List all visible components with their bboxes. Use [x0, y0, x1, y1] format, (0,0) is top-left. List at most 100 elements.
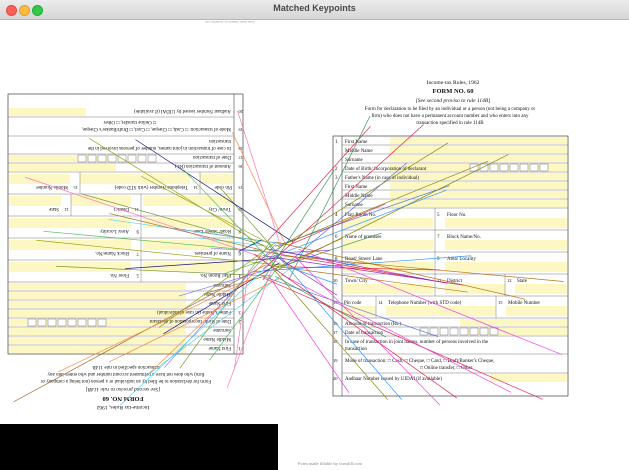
- left-row-num-4: 3: [238, 309, 241, 314]
- left-num-r17: 17: [238, 155, 243, 160]
- match-line: [285, 162, 408, 266]
- left-label-joint-b: transaction: [209, 138, 231, 143]
- match-line: [267, 264, 468, 293]
- minimize-button[interactable]: [19, 5, 30, 16]
- match-line: [294, 256, 441, 406]
- right-row-label-4: Father's Name (in case of individual): [345, 176, 419, 181]
- right-header-rules: Income-tax Rules, 1962: [427, 80, 480, 86]
- match-line: [265, 276, 439, 337]
- right-addr-num-r9: 9: [437, 257, 440, 262]
- match-line: [234, 269, 249, 369]
- right-num-20: 20: [333, 376, 338, 381]
- left-header-proviso: [See second proviso to rule 114B]: [86, 386, 161, 393]
- match-line: [119, 256, 278, 406]
- right-tel-label: Telephone Number (with STD code): [388, 301, 462, 306]
- right-addr-flat: Flat/ Room No.: [345, 213, 376, 218]
- match-line: [272, 232, 382, 270]
- right-addr-num-12: 12: [507, 278, 512, 283]
- match-line: [13, 264, 267, 403]
- match-line: [36, 239, 285, 266]
- right-num-18: 18: [333, 339, 338, 344]
- right-row-label-6: Middle Name: [345, 194, 373, 199]
- watermark-bottom: Form made fillable by formfill.com: [298, 461, 363, 466]
- right-row-num-4: 3: [335, 176, 338, 181]
- match-line: [226, 257, 277, 388]
- match-line: [276, 241, 526, 300]
- match-line: [231, 132, 287, 245]
- right-label-mode-b: □ Online transfer, □ Other: [420, 366, 473, 371]
- left-label-amount: Amount of transaction (Rs.): [175, 163, 231, 168]
- match-line: [262, 277, 543, 400]
- right-header-desc-1: Form for declaration to be filed by an i…: [365, 107, 536, 112]
- right-addr-road: Road/ Street/ Lane: [345, 257, 383, 262]
- match-line: [288, 266, 441, 271]
- match-line: [178, 268, 269, 297]
- left-addr-floor: Floor No.: [110, 272, 129, 277]
- right-addr-area: Area/ Locality: [447, 257, 477, 262]
- right-row-label-7: Surname: [345, 203, 364, 208]
- match-line: [275, 276, 387, 338]
- left-row-num-0: 1: [238, 345, 241, 350]
- right-addr-block: Block Name/No.: [447, 235, 481, 240]
- right-addr-num-11: 11: [437, 278, 441, 283]
- right-row-label-5: First Name: [345, 185, 368, 190]
- match-line: [268, 245, 402, 400]
- right-header-proviso: [See second proviso to rule 114B]: [416, 97, 491, 104]
- left-header-desc-1: Form for declaration to be filed by an i…: [41, 378, 212, 383]
- match-line: [253, 249, 448, 284]
- left-addr-num-10: 10: [238, 207, 243, 212]
- left-label-aadhaar: Aadhaar Number issued by UIDAI (if avail…: [134, 108, 231, 113]
- match-line: [268, 275, 350, 394]
- match-line: [262, 255, 464, 286]
- match-line: [125, 257, 283, 269]
- left-label-mode-a: Mode of transaction: □ Cash, □ Cheque, □…: [82, 126, 231, 131]
- left-num-20: 20: [238, 109, 243, 114]
- right-label-amount: Amount of transaction (Rs.): [345, 322, 401, 327]
- right-addr-num-r4: 4: [335, 213, 338, 218]
- left-addr-area: Area/ Locality: [99, 228, 129, 233]
- match-line: [43, 230, 264, 252]
- left-tel-label: Telephone Number (with STD code): [114, 184, 188, 189]
- left-addr-district: District: [113, 206, 129, 211]
- zoom-button[interactable]: [32, 5, 43, 16]
- left-label-mode-b: □ Online transfer, □ Other: [103, 119, 156, 124]
- right-num-14: 14: [378, 300, 383, 305]
- left-num-15: 15: [73, 185, 78, 190]
- right-addr-num-r8: 8: [335, 257, 338, 262]
- right-row-num-3: 2: [335, 167, 338, 172]
- match-line: [158, 241, 277, 328]
- left-addr-num-r9: 9: [136, 228, 139, 233]
- window-title: Matched Keypoints: [273, 3, 356, 13]
- right-header-form-no: FORM NO. 60: [433, 88, 474, 95]
- close-button[interactable]: [6, 5, 17, 16]
- right-addr-num-10: 10: [333, 278, 338, 283]
- left-num-r16: 16: [238, 164, 243, 169]
- right-label-mode-a: Mode of transaction: □ Cash, □ Cheque, □…: [345, 359, 494, 364]
- right-addr-num-r5: 5: [437, 213, 440, 218]
- match-line: [263, 189, 447, 261]
- right-header-desc-3: transaction specified in rule 114B: [416, 121, 484, 126]
- match-line: [288, 203, 386, 246]
- right-label-joint-b: transaction: [345, 347, 367, 352]
- match-line: [135, 139, 294, 243]
- match-line: [108, 219, 280, 244]
- right-addr-floor: Floor No.: [447, 213, 466, 218]
- left-addr-premises: Name of premises: [195, 250, 231, 255]
- right-label-aadhaar: Aadhaar Number issued by UIDAI (if avail…: [345, 377, 442, 382]
- left-pin-label: Pin code: [214, 184, 232, 189]
- occluding-black-region: [0, 424, 278, 470]
- match-line: [179, 242, 271, 369]
- right-pin-label: Pin code: [344, 301, 362, 306]
- match-line: [88, 137, 279, 256]
- left-addr-block: Block Name/No.: [95, 250, 129, 255]
- left-row-label-6: Middle Name: [203, 291, 231, 296]
- left-header-form-no: FORM NO. 60: [103, 395, 144, 402]
- left-row-num-3: 2: [238, 318, 241, 323]
- left-header-desc-3: transaction specified in rule 114B: [92, 364, 160, 369]
- left-addr-num-r7: 7: [136, 250, 139, 255]
- match-line: [260, 142, 449, 260]
- match-line: [262, 169, 335, 281]
